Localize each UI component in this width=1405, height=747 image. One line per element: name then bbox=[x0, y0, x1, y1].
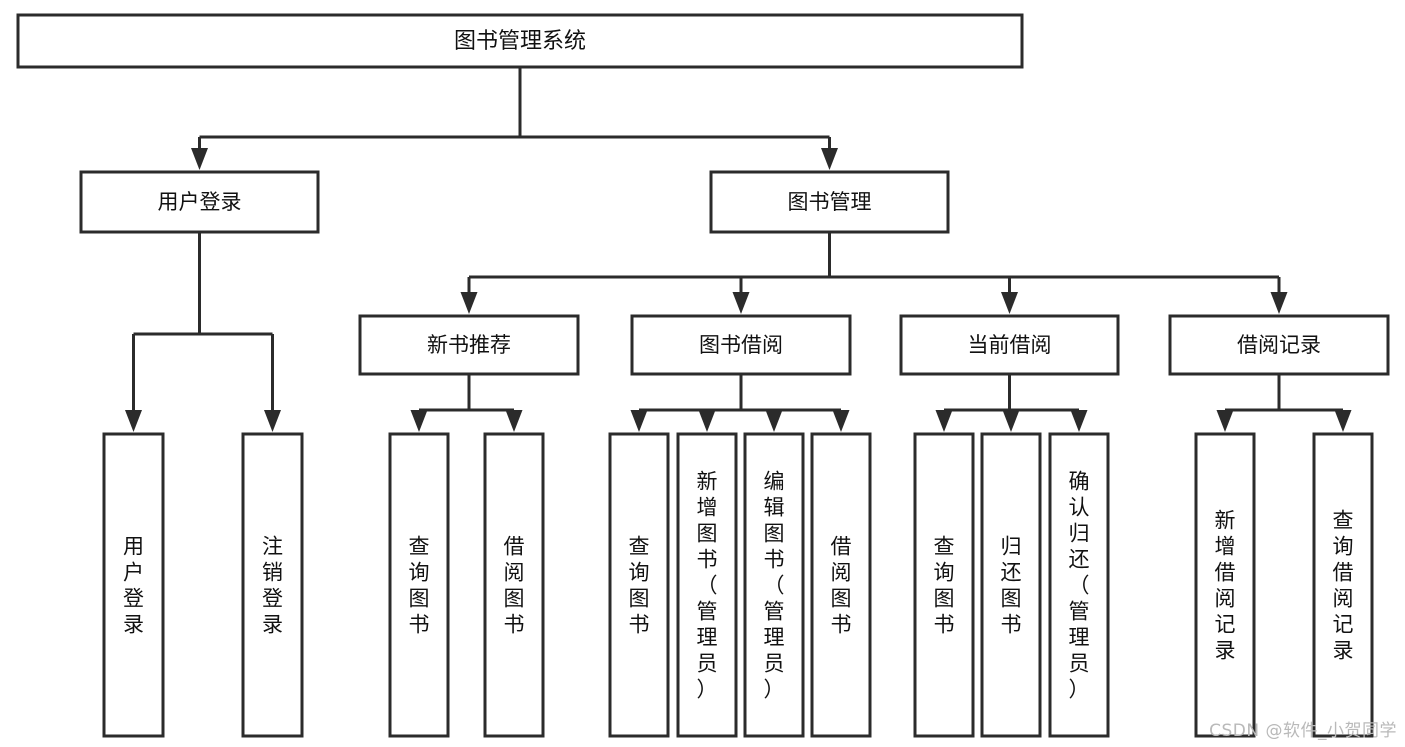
node-label: 借阅图书 bbox=[504, 534, 525, 636]
node-label: 归还图书 bbox=[1001, 534, 1022, 636]
node-box bbox=[241, 432, 304, 738]
node-leaf-borrow-book-1[interactable]: 借阅图书 bbox=[483, 432, 545, 738]
node-label: 图书管理 bbox=[788, 190, 872, 214]
node-box bbox=[709, 170, 950, 234]
arrow-head-icon bbox=[410, 410, 428, 432]
arrow-head-icon bbox=[732, 292, 750, 314]
arrow-head-icon bbox=[698, 410, 716, 432]
node-box bbox=[388, 432, 450, 738]
node-book-management[interactable]: 图书管理 bbox=[709, 170, 950, 234]
node-label: 新增图书（管理员） bbox=[697, 469, 718, 701]
node-leaf-return-book[interactable]: 归还图书 bbox=[980, 432, 1042, 738]
arrow-head-icon bbox=[264, 410, 281, 432]
node-box bbox=[102, 432, 165, 738]
node-leaf-user-login[interactable]: 用户登录 bbox=[102, 432, 165, 738]
arrow-head-icon bbox=[832, 410, 850, 432]
node-box bbox=[16, 13, 1024, 69]
node-box bbox=[483, 432, 545, 738]
node-leaf-confirm-return[interactable]: 确认归还（管理员） bbox=[1048, 432, 1110, 738]
node-box bbox=[913, 432, 975, 738]
node-box bbox=[810, 432, 872, 738]
node-label: 用户登录 bbox=[123, 534, 144, 636]
node-leaf-add-record[interactable]: 新增借阅记录 bbox=[1194, 432, 1256, 738]
node-label: 当前借阅 bbox=[968, 333, 1052, 357]
node-label: 注销登录 bbox=[262, 534, 283, 636]
node-user-login[interactable]: 用户登录 bbox=[79, 170, 320, 234]
node-label: 新增借阅记录 bbox=[1215, 508, 1236, 662]
node-box bbox=[1048, 432, 1110, 738]
node-leaf-borrow-book-2[interactable]: 借阅图书 bbox=[810, 432, 872, 738]
node-label: 借阅图书 bbox=[831, 534, 852, 636]
node-label: 查询借阅记录 bbox=[1333, 508, 1354, 662]
node-label: 查询图书 bbox=[629, 534, 650, 636]
node-label: 查询图书 bbox=[409, 534, 430, 636]
node-root[interactable]: 图书管理系统 bbox=[16, 13, 1024, 69]
node-leaf-query-book-3[interactable]: 查询图书 bbox=[913, 432, 975, 738]
node-label: 用户登录 bbox=[158, 190, 242, 214]
node-leaf-edit-book[interactable]: 编辑图书（管理员） bbox=[743, 432, 805, 738]
arrow-head-icon bbox=[1334, 410, 1352, 432]
node-leaf-logout-login[interactable]: 注销登录 bbox=[241, 432, 304, 738]
arrow-head-icon bbox=[1270, 292, 1288, 314]
node-label: 编辑图书（管理员） bbox=[764, 469, 785, 701]
node-label: 查询图书 bbox=[934, 534, 955, 636]
node-label: 确认归还（管理员） bbox=[1069, 469, 1090, 701]
node-borrow-record[interactable]: 借阅记录 bbox=[1168, 314, 1390, 376]
node-box bbox=[608, 432, 670, 738]
node-new-book-recommend[interactable]: 新书推荐 bbox=[358, 314, 580, 376]
node-leaf-add-book[interactable]: 新增图书（管理员） bbox=[676, 432, 738, 738]
arrow-head-icon bbox=[765, 410, 783, 432]
arrow-head-icon bbox=[505, 410, 523, 432]
node-label: 图书管理系统 bbox=[454, 29, 586, 54]
node-box bbox=[980, 432, 1042, 738]
node-label: 借阅记录 bbox=[1237, 333, 1321, 357]
arrow-head-icon bbox=[630, 410, 648, 432]
arrow-head-icon bbox=[1070, 410, 1088, 432]
arrow-head-icon bbox=[821, 148, 838, 170]
node-leaf-query-book-2[interactable]: 查询图书 bbox=[608, 432, 670, 738]
node-label: 图书借阅 bbox=[699, 333, 783, 357]
arrow-head-icon bbox=[1001, 292, 1018, 314]
node-box bbox=[899, 314, 1120, 376]
node-box bbox=[630, 314, 852, 376]
node-label: 新书推荐 bbox=[427, 333, 511, 357]
node-box bbox=[676, 432, 738, 738]
arrow-head-icon bbox=[1216, 410, 1234, 432]
node-book-borrow[interactable]: 图书借阅 bbox=[630, 314, 852, 376]
arrow-head-icon bbox=[460, 292, 478, 314]
node-box bbox=[1312, 432, 1374, 738]
node-leaf-query-record[interactable]: 查询借阅记录 bbox=[1312, 432, 1374, 738]
arrow-head-icon bbox=[935, 410, 953, 432]
arrow-head-icon bbox=[191, 148, 208, 170]
node-box bbox=[79, 170, 320, 234]
node-box bbox=[743, 432, 805, 738]
node-box bbox=[1168, 314, 1390, 376]
arrow-head-icon bbox=[1002, 410, 1020, 432]
node-current-borrow[interactable]: 当前借阅 bbox=[899, 314, 1120, 376]
node-box bbox=[358, 314, 580, 376]
node-layer: 图书管理系统用户登录图书管理新书推荐图书借阅当前借阅借阅记录用户登录注销登录查询… bbox=[16, 13, 1390, 738]
arrow-head-icon bbox=[125, 410, 142, 432]
node-box bbox=[1194, 432, 1256, 738]
connector-layer bbox=[125, 67, 1352, 432]
node-leaf-query-book-1[interactable]: 查询图书 bbox=[388, 432, 450, 738]
